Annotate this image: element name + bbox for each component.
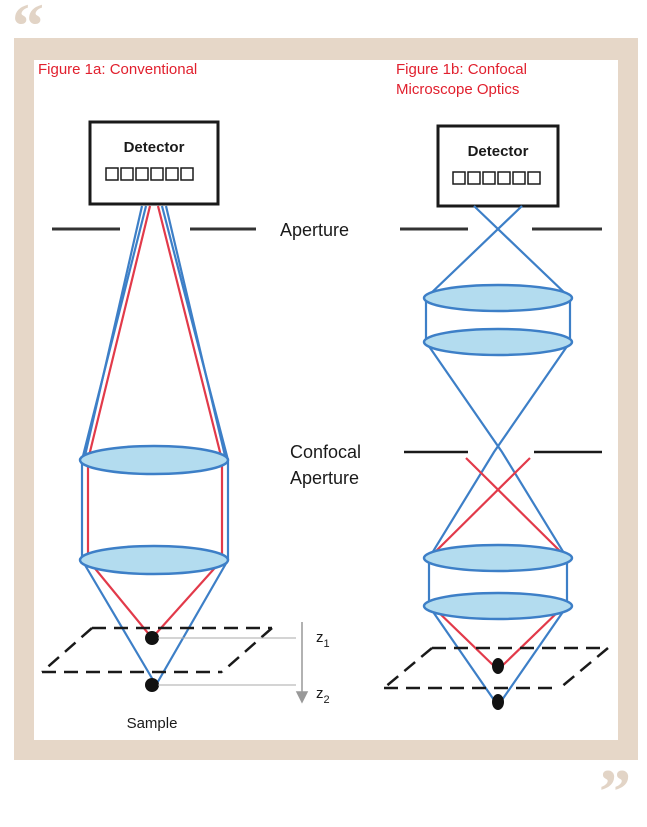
lens-1b-2 — [422, 327, 574, 357]
lens-1b-4 — [422, 591, 574, 621]
detector-pixel-row-1a — [105, 167, 194, 181]
confocal-aperture-label-line1: Confocal — [290, 442, 361, 462]
detector-label-1a: Detector — [124, 139, 185, 156]
figure-1b-title-line1: Figure 1b: Confocal — [396, 61, 527, 78]
lens-upper-1a — [78, 444, 230, 476]
figure-1b-title-line2: Microscope Optics — [396, 81, 519, 98]
detector-box-1a — [88, 120, 220, 206]
sample-plane-1b — [383, 646, 609, 690]
sample-point-z1-1a — [145, 631, 159, 645]
lens-1b-3 — [422, 543, 574, 573]
confocal-aperture-label-line2: Aperture — [290, 468, 359, 488]
lens-1b-1 — [422, 283, 574, 313]
figure-1b: Figure 1b: Confocal Microscope Optics De… — [383, 61, 609, 710]
sample-point-z2-1a — [145, 678, 159, 692]
detector-pixel-row-1b — [452, 171, 541, 185]
z-axis-arrow — [295, 622, 309, 704]
z2-label: z2 — [316, 685, 330, 706]
sample-plane-1a — [41, 626, 273, 674]
sample-label: Sample — [127, 715, 178, 732]
blue-rays-1a — [80, 205, 230, 686]
figure-1a-title: Figure 1a: Conventional — [38, 61, 197, 78]
aperture-label: Aperture — [280, 220, 349, 240]
red-rays-1b — [428, 457, 568, 667]
detector-label-1b: Detector — [468, 143, 529, 160]
sample-point-z1-1b — [492, 658, 504, 674]
lens-lower-1a — [78, 544, 230, 576]
figure-1a: Figure 1a: Conventional Detector — [38, 61, 330, 732]
sample-point-z2-1b — [492, 694, 504, 710]
diagram-panel: Figure 1a: Conventional Detector — [34, 60, 618, 740]
detector-box-1b — [436, 124, 560, 208]
red-rays-1a — [86, 205, 224, 639]
optics-diagram: Figure 1a: Conventional Detector — [38, 61, 609, 732]
close-quote-mark: ” — [599, 756, 631, 827]
z1-label: z1 — [316, 629, 330, 650]
